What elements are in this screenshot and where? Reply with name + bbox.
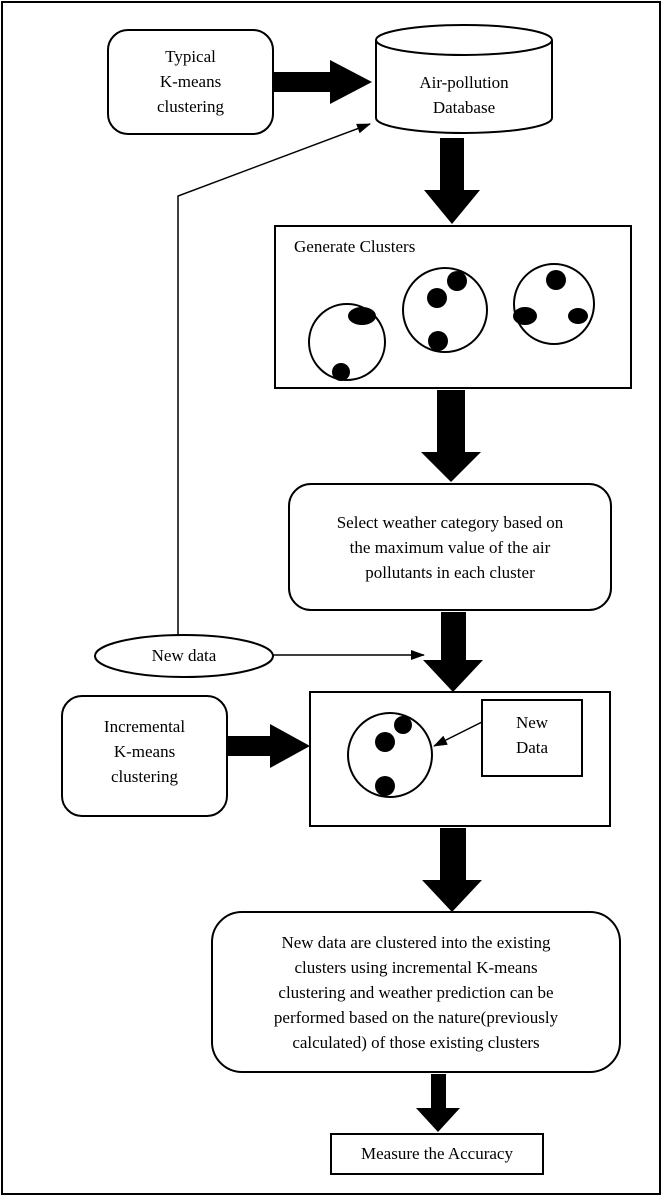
select-category-line: the maximum value of the air bbox=[349, 538, 551, 557]
measure-accuracy-box bbox=[330, 1133, 544, 1175]
result-line: New data are clustered into the existing bbox=[281, 933, 551, 952]
data-point bbox=[546, 270, 566, 290]
select-category-line: pollutants in each cluster bbox=[365, 563, 535, 582]
select-category-line: Select weather category based on bbox=[336, 513, 564, 532]
database-label: Air-pollution Database bbox=[376, 70, 552, 120]
cluster-3 bbox=[513, 263, 595, 345]
measure-accuracy-label: Measure the Accuracy bbox=[361, 1144, 513, 1163]
cluster-1 bbox=[308, 303, 386, 381]
new-data-box-line: Data bbox=[515, 738, 549, 757]
database-line: Database bbox=[432, 98, 496, 117]
new-data-ellipse bbox=[94, 634, 274, 678]
arrow-generate-to-select bbox=[421, 390, 481, 482]
incremental-cluster bbox=[347, 712, 433, 798]
data-point bbox=[394, 716, 412, 734]
arrow-newdata-to-database bbox=[177, 123, 371, 635]
new-data-box bbox=[481, 699, 583, 777]
new-data-box-label: New Data bbox=[482, 710, 582, 760]
arrow-typical-to-database bbox=[273, 60, 372, 104]
arrow-database-to-generate bbox=[424, 138, 480, 224]
incremental-kmeans-line: K-means bbox=[113, 742, 176, 761]
typical-kmeans-line: K-means bbox=[159, 72, 222, 91]
typical-kmeans-line: Typical bbox=[165, 47, 216, 66]
arrow-select-to-incremental bbox=[423, 612, 483, 692]
incremental-kmeans-line: Incremental bbox=[103, 717, 186, 736]
database-cylinder bbox=[375, 24, 553, 134]
database-line: Air-pollution bbox=[419, 73, 509, 92]
incremental-kmeans-line: clustering bbox=[110, 767, 179, 786]
result-box bbox=[211, 911, 621, 1073]
data-point bbox=[513, 307, 537, 325]
arrow-cluster-to-result bbox=[422, 828, 482, 912]
data-point bbox=[375, 732, 395, 752]
result-line: calculated) of those existing clusters bbox=[292, 1033, 540, 1052]
data-point bbox=[568, 308, 588, 324]
data-point bbox=[332, 363, 350, 381]
cluster-2 bbox=[402, 267, 488, 353]
data-point bbox=[348, 307, 376, 325]
arrow-result-to-measure bbox=[416, 1074, 460, 1132]
data-point bbox=[375, 776, 395, 796]
result-line: clusters using incremental K-means bbox=[294, 958, 538, 977]
select-category-box bbox=[288, 483, 612, 611]
typical-kmeans-line: clustering bbox=[156, 97, 225, 116]
new-data-label: New data bbox=[151, 646, 217, 665]
incremental-kmeans-label: Incremental K-means clustering bbox=[62, 714, 227, 789]
result-line: performed based on the nature(previously bbox=[273, 1008, 559, 1027]
select-category-label: Select weather category based on the max… bbox=[289, 510, 611, 585]
arrow-newdata-to-cluster bbox=[433, 721, 483, 747]
generate-clusters-label: Generate Clusters bbox=[294, 237, 416, 256]
data-point bbox=[427, 288, 447, 308]
data-point bbox=[428, 331, 448, 351]
result-label: New data are clustered into the existing… bbox=[212, 930, 620, 1055]
typical-kmeans-label: Typical K-means clustering bbox=[108, 44, 273, 119]
data-point bbox=[447, 271, 467, 291]
result-line: clustering and weather prediction can be bbox=[278, 983, 554, 1002]
arrow-incremental-to-cluster bbox=[227, 724, 310, 768]
new-data-box-line: New bbox=[515, 713, 549, 732]
